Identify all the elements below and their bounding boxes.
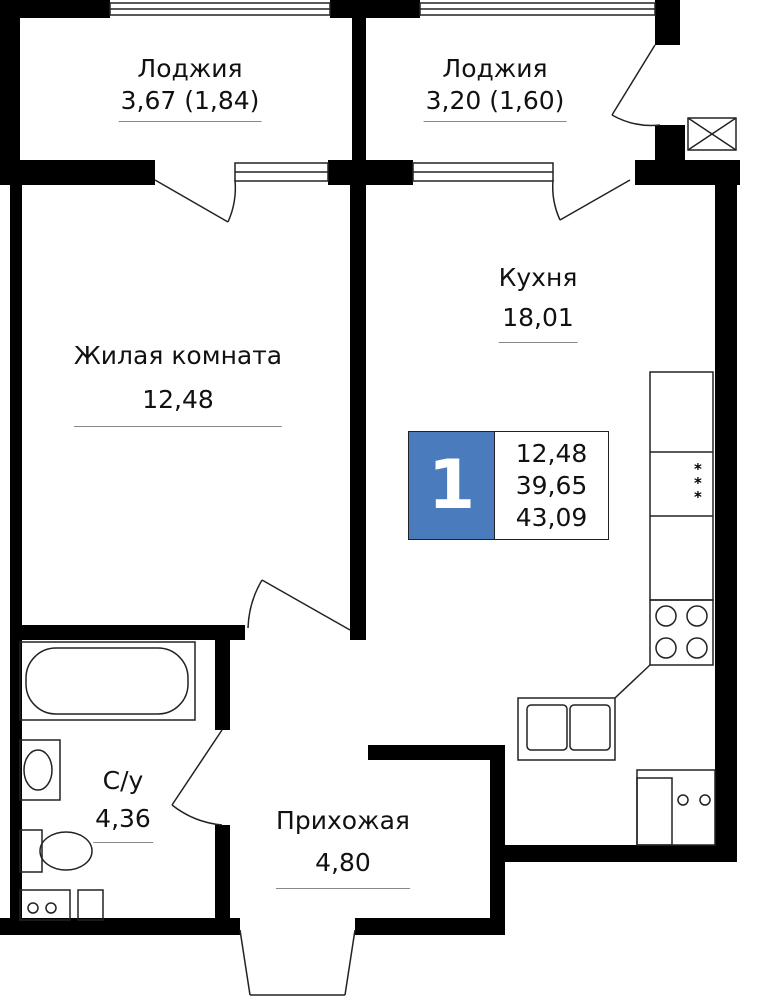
rooms-count: 1 bbox=[409, 432, 495, 539]
room-name: Прихожая bbox=[276, 806, 410, 835]
room-area: 12,48 bbox=[73, 378, 283, 427]
room-name: Кухня bbox=[498, 263, 578, 292]
room-kitchen: Кухня 18,01 bbox=[498, 258, 578, 343]
room-loggia-1: Лоджия 3,67 (1,84) bbox=[118, 53, 262, 122]
windows-doors bbox=[19, 2, 737, 996]
room-area: 4,36 bbox=[93, 800, 153, 843]
room-name: Жилая комната bbox=[73, 341, 283, 370]
room-area: 3,20 (1,60) bbox=[423, 85, 567, 122]
room-hallway: Прихожая 4,80 bbox=[276, 800, 410, 889]
room-area: 4,80 bbox=[276, 842, 410, 889]
room-loggia-2: Лоджия 3,20 (1,60) bbox=[423, 53, 567, 122]
total-with-loggia: 43,09 bbox=[515, 502, 588, 532]
room-name: Лоджия bbox=[137, 54, 243, 83]
room-bathroom: С/у 4,36 bbox=[93, 762, 153, 843]
walls bbox=[0, 0, 740, 935]
living-area: 12,48 bbox=[515, 438, 588, 468]
room-area: 3,67 (1,84) bbox=[118, 85, 262, 122]
room-name: С/у bbox=[102, 766, 144, 795]
room-area: 18,01 bbox=[498, 298, 578, 343]
apartment-badge: 1 12,48 39,65 43,09 bbox=[408, 431, 609, 540]
room-living: Жилая комната 12,48 bbox=[73, 334, 283, 427]
kitchen-mark: *** bbox=[694, 460, 702, 506]
room-name: Лоджия bbox=[442, 54, 548, 83]
total-area: 39,65 bbox=[515, 470, 588, 500]
